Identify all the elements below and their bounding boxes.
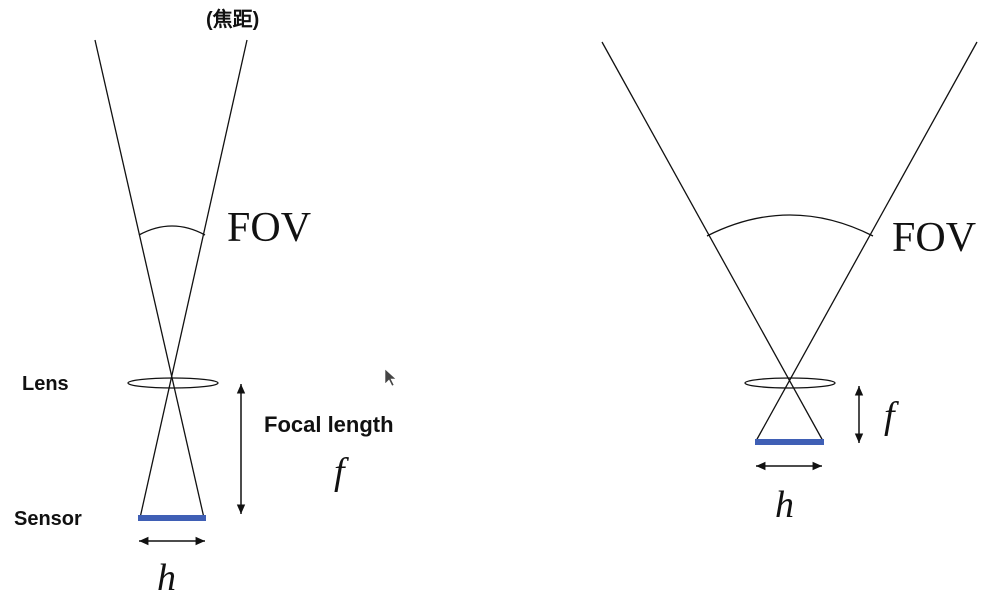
left-focal-symbol: f xyxy=(334,451,349,493)
right-ray-1 xyxy=(601,41,824,442)
left-fov-label: FOV xyxy=(227,205,311,251)
left-sensor-size-symbol: h xyxy=(157,557,176,599)
right-focal-symbol: f xyxy=(884,395,899,437)
short-focal-length-diagram: FOV f h xyxy=(601,41,978,526)
right-ray-2 xyxy=(755,41,978,442)
right-fov-label: FOV xyxy=(892,215,976,261)
right-lens xyxy=(744,377,836,389)
right-sensor-size-symbol: h xyxy=(775,484,794,526)
left-ray-2 xyxy=(139,39,248,519)
left-fov-arc xyxy=(138,225,206,236)
sensor-label: Sensor xyxy=(14,508,82,530)
annotation-label: (焦距) xyxy=(206,7,259,31)
focal-length-label: Focal length xyxy=(264,412,394,437)
lens-label: Lens xyxy=(22,373,69,395)
mouse-pointer-icon xyxy=(384,368,397,387)
left-ray-1 xyxy=(94,39,205,519)
right-fov-arc xyxy=(706,214,874,237)
left-lens xyxy=(127,377,219,389)
long-focal-length-diagram: (焦距) FOV Lens Focal length f Sensor h xyxy=(14,7,394,599)
